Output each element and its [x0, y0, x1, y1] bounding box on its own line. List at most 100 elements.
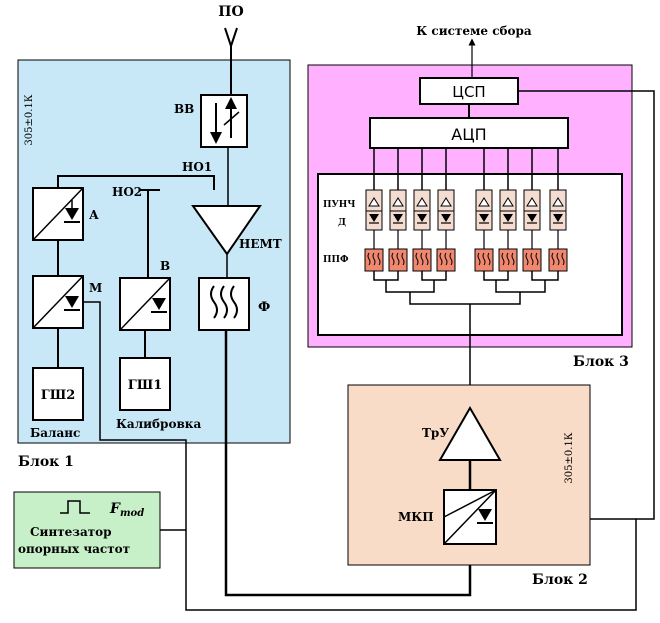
- punch-diode-icon: [479, 214, 489, 222]
- ppf-wave-icon: [487, 252, 491, 266]
- ppf-combiner-line: [409, 292, 521, 305]
- ppf-filter: [436, 248, 456, 272]
- ppf-wave-icon: [420, 252, 424, 266]
- ppf-filter: [498, 248, 518, 272]
- punch-label-1: ПУНЧ: [323, 200, 356, 210]
- ppf-wave-icon: [415, 252, 419, 266]
- ppf-wave-icon: [439, 252, 443, 266]
- punchd-detector: [523, 189, 541, 231]
- calibration-label: Калибровка: [116, 417, 201, 431]
- antenna-icon: [224, 27, 238, 95]
- hemt-amplifier-icon: [191, 205, 262, 256]
- punch-diode-icon: [369, 214, 379, 222]
- synth-label-line1: Синтезатор: [30, 525, 112, 539]
- csp-box: [419, 77, 519, 105]
- punchd-detector: [389, 189, 407, 231]
- punch-amplifier-icon: [478, 197, 490, 207]
- ppf-wave-icon: [396, 252, 400, 266]
- punch-amplifier-icon: [416, 197, 428, 207]
- gsh2-box: [32, 367, 84, 421]
- ppf-wave-icon: [372, 252, 376, 266]
- ppf-filter: [412, 248, 432, 272]
- gsh1-label: ГШ1: [128, 378, 163, 393]
- m-label: М: [89, 281, 102, 295]
- antenna-label: ПО: [218, 4, 243, 20]
- block1-temp: 305±0.1К: [24, 94, 35, 145]
- f-label: Ф: [258, 300, 270, 315]
- ppf-filter: [522, 248, 542, 272]
- punchd-detector: [437, 189, 455, 231]
- mkp-label: МКП: [398, 510, 434, 524]
- detector-b: [119, 277, 171, 331]
- ppf-wave-icon: [391, 252, 395, 266]
- punchd-detector: [549, 189, 567, 231]
- ppf-label: ППФ: [323, 255, 349, 265]
- filter-f: [198, 277, 250, 331]
- punch-amplifier-icon: [392, 197, 404, 207]
- block3-title: Блок 3: [573, 354, 629, 370]
- punch-diode-icon: [417, 214, 427, 222]
- ppf-wave-icon: [477, 252, 481, 266]
- a-label: А: [89, 208, 99, 222]
- ppf-wave-icon: [551, 252, 555, 266]
- punchd-detector: [413, 189, 431, 231]
- ppf-filter: [388, 248, 408, 272]
- punch-label-2: Д: [338, 218, 346, 228]
- block2-title: Блок 2: [532, 572, 588, 588]
- to-collection-label: К системе сбора: [416, 24, 532, 38]
- ppf-wave-icon: [511, 252, 515, 266]
- ppf-wave-icon: [561, 252, 565, 266]
- block1-title: Блок 1: [18, 454, 74, 470]
- detector-a: [32, 187, 84, 241]
- ppf-wave-icon: [444, 252, 448, 266]
- no2-label: НО2: [112, 185, 142, 199]
- punch-diode-icon: [393, 214, 403, 222]
- gsh1-box: [119, 357, 171, 411]
- pulse-icon: [60, 500, 90, 514]
- vv-label: ВВ: [174, 102, 194, 116]
- adc-label: АЦП: [451, 125, 486, 144]
- synth-label-line2: опорных частот: [18, 542, 130, 556]
- punchd-detector: [365, 189, 383, 231]
- ppf-filter: [548, 248, 568, 272]
- synth-panel: [13, 491, 161, 569]
- try-label: ТрУ: [422, 426, 449, 440]
- mkp-mixer: [443, 489, 497, 545]
- csp-label: ЦСП: [452, 83, 485, 101]
- block2-temp: 305±0.1К: [564, 432, 575, 483]
- punch-diode-icon: [503, 214, 513, 222]
- punch-amplifier-icon: [502, 197, 514, 207]
- gsh2-label: ГШ2: [41, 388, 76, 403]
- punch-amplifier-icon: [440, 197, 452, 207]
- ppf-wave-icon: [401, 252, 405, 266]
- ppf-filter: [364, 248, 384, 272]
- ppf-wave-icon: [525, 252, 529, 266]
- punch-amplifier-icon: [552, 197, 564, 207]
- punch-amplifier-icon: [368, 197, 380, 207]
- ppf-wave-icon: [535, 252, 539, 266]
- no1-label: НО1: [182, 160, 212, 174]
- punch-amplifier-icon: [526, 197, 538, 207]
- ppf-wave-icon: [367, 252, 371, 266]
- punch-diode-icon: [553, 214, 563, 222]
- punchd-detector: [499, 189, 517, 231]
- fmod-label: Fmod: [109, 501, 144, 519]
- ppf-wave-icon: [482, 252, 486, 266]
- ppf-wave-icon: [501, 252, 505, 266]
- ppf-wave-icon: [449, 252, 453, 266]
- ppf-wave-icon: [506, 252, 510, 266]
- ppf-wave-icon: [556, 252, 560, 266]
- ppf-wave-icon: [425, 252, 429, 266]
- ppf-filter: [474, 248, 494, 272]
- detector-m: [32, 275, 84, 329]
- punch-diode-icon: [441, 214, 451, 222]
- punch-diode-icon: [527, 214, 537, 222]
- b-label: В: [160, 259, 170, 273]
- punchd-detector: [475, 189, 493, 231]
- ppf-wave-icon: [377, 252, 381, 266]
- balance-label: Баланс: [30, 426, 80, 440]
- vv-isolator: [200, 94, 248, 148]
- hemt-label: НЕМТ: [239, 237, 282, 251]
